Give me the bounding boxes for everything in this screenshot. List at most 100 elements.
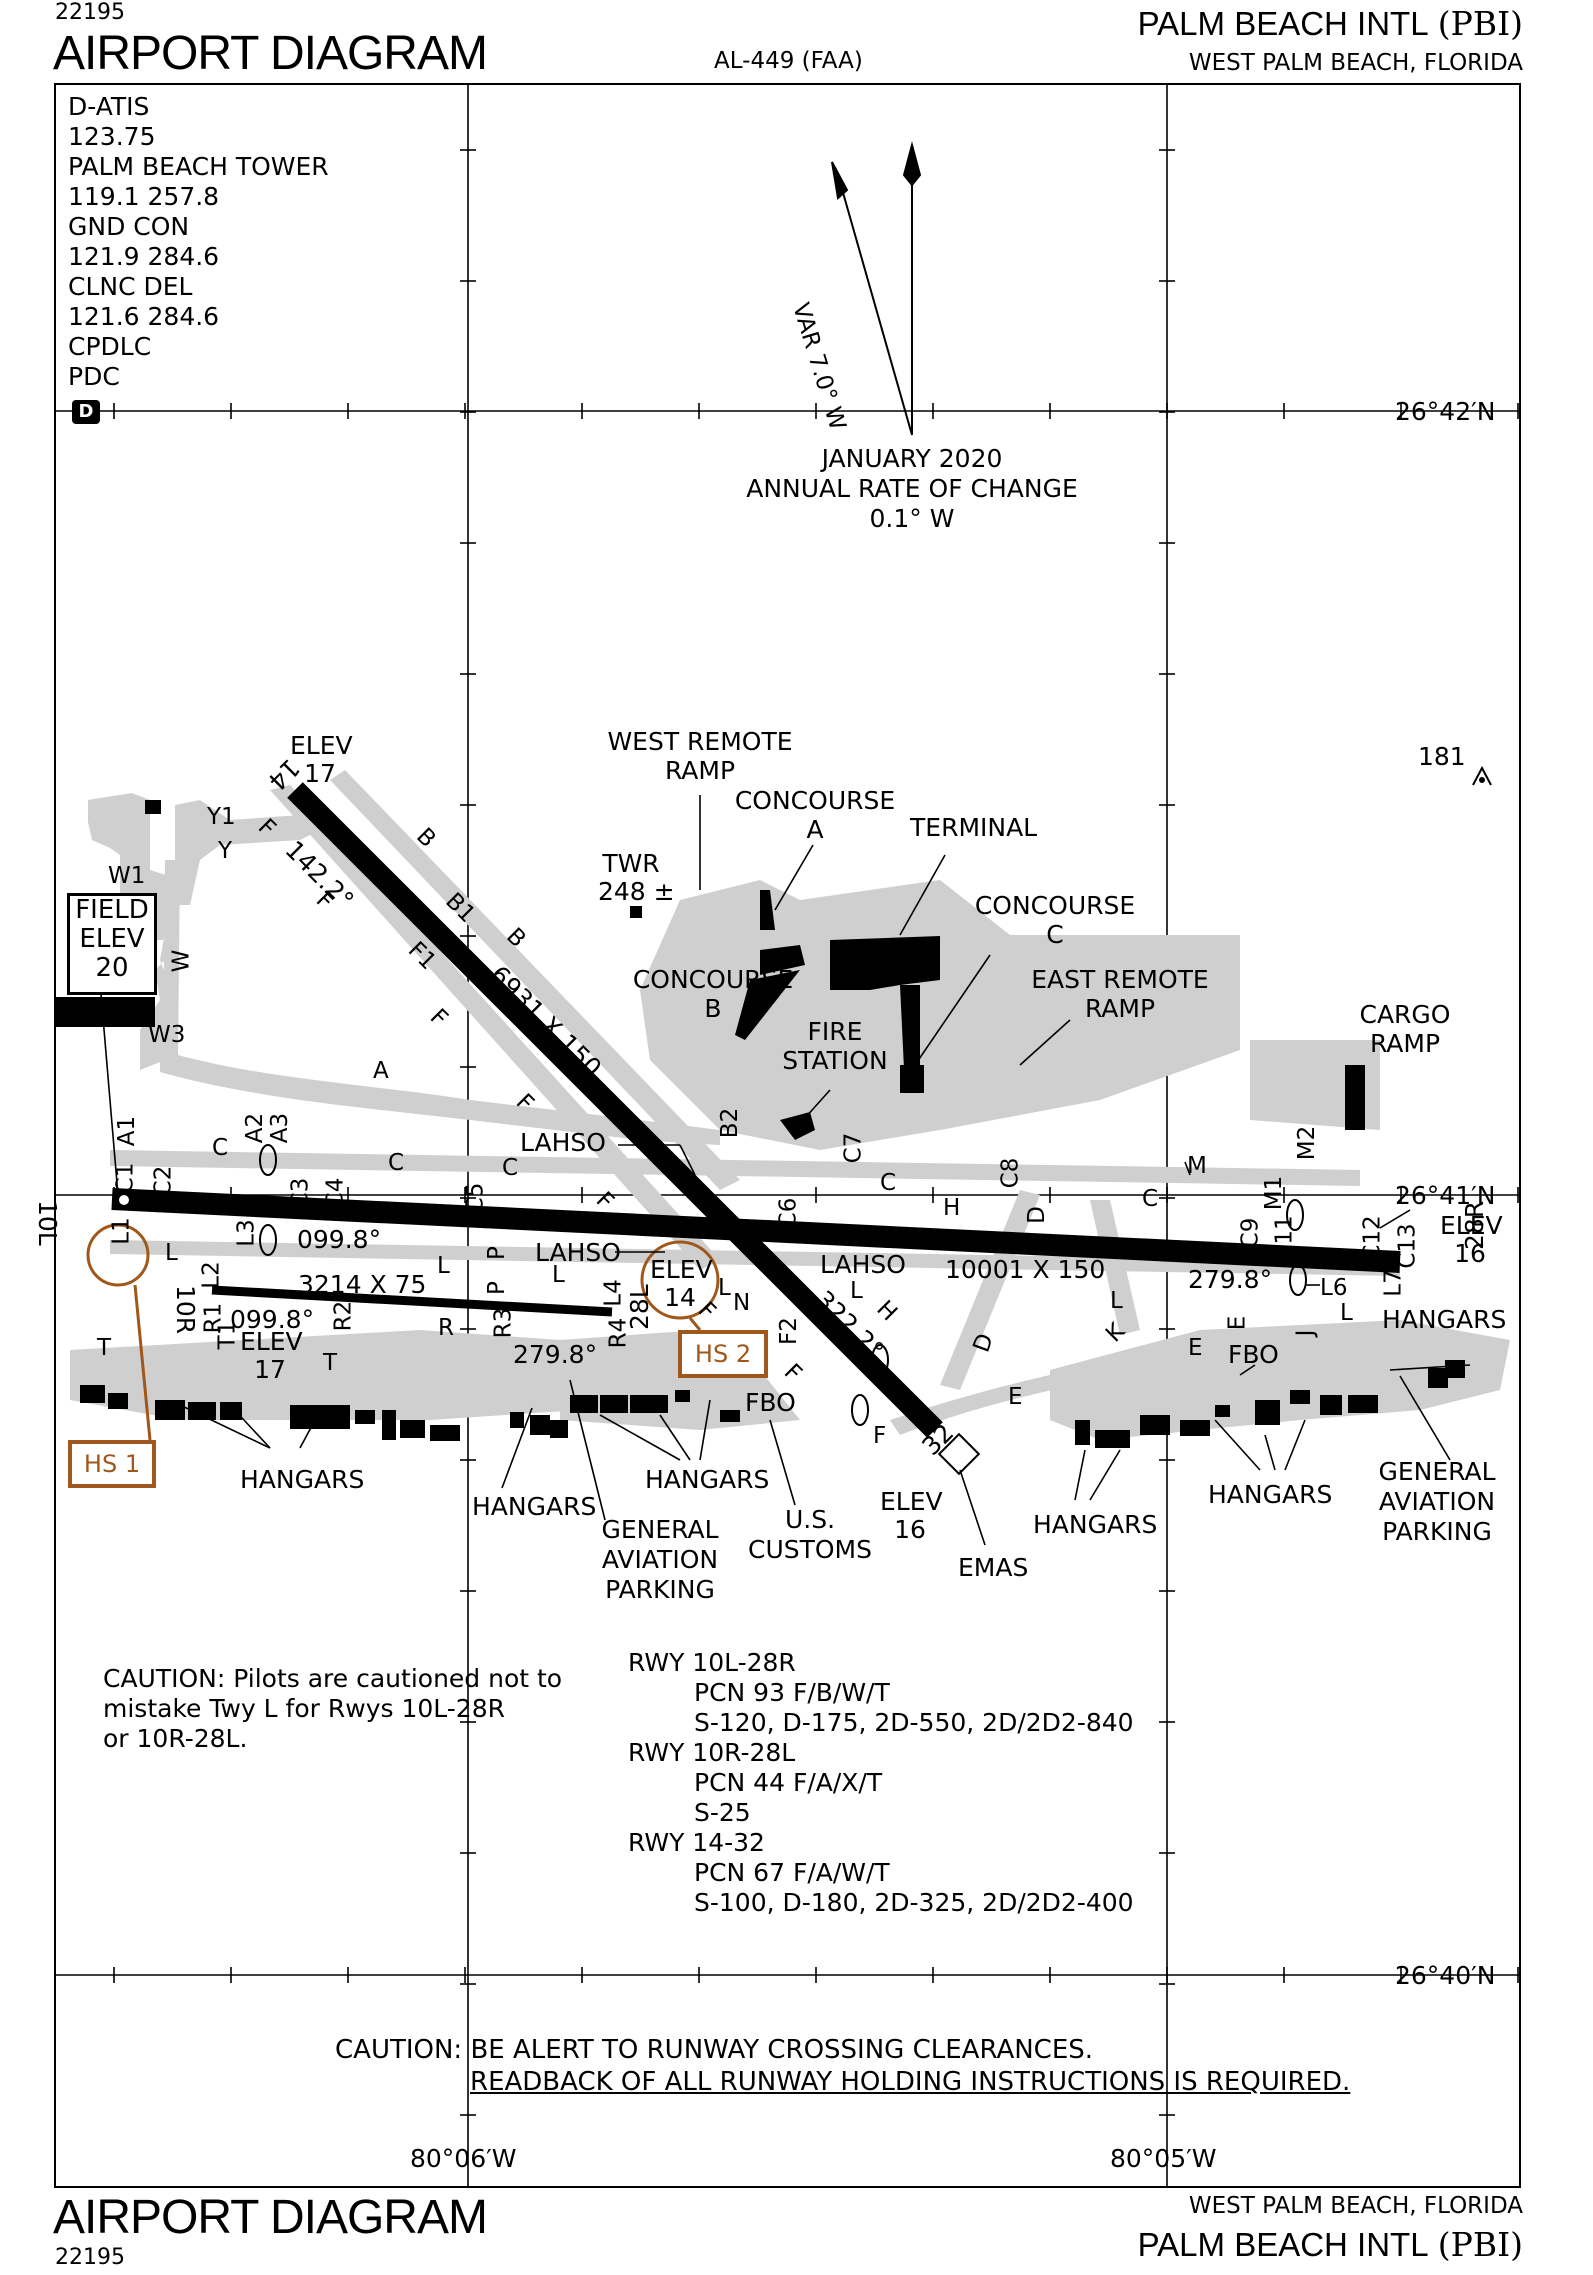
hot-spot-circle-2 (640, 1240, 720, 1320)
twy-a1: A1 (114, 1115, 141, 1147)
label-line: PARKING (1382, 1517, 1492, 1546)
label-line: CUSTOMS (747, 1535, 872, 1564)
hold-symbol (871, 1344, 889, 1376)
taxiway-w (163, 860, 180, 1060)
magnetic-north-line (837, 174, 913, 436)
east-remote-ramp-label: EAST REMOTE RAMP (1030, 965, 1210, 1023)
pavement-data: RWY 10L-28R PCN 93 F/B/W/T S-120, D-175,… (628, 1648, 1134, 1918)
hangars-label-5: HANGARS (1208, 1480, 1333, 1509)
runways (111, 782, 1401, 1476)
concourse-c-label: CONCOURSE C (970, 891, 1140, 949)
lon-left: 80°06′W (410, 2144, 517, 2173)
rwy-10r-heading: 099.8° (230, 1305, 315, 1334)
chart-id-bottom: 22195 (55, 2245, 125, 2270)
twy-b2: B2 (717, 1107, 744, 1139)
label-line: CONCOURSE (974, 891, 1136, 920)
twy-f2: F2 (775, 1317, 802, 1345)
hold-symbol (851, 1394, 869, 1426)
taxiway-k (1090, 1200, 1140, 1335)
lahso-label-3: LAHSO (820, 1250, 906, 1279)
grid-lines (55, 84, 1520, 2187)
twy-c11: C11 (1271, 1215, 1298, 1261)
fbo-label-2: FBO (1228, 1340, 1279, 1369)
taxiway-e (890, 1345, 1205, 1435)
building-w3 (55, 997, 155, 1027)
twy-a3: A3 (267, 1112, 294, 1144)
twy-f-8: F (873, 1423, 887, 1449)
twy-l7: L7 (1380, 1269, 1407, 1297)
twy-c13: C13 (1394, 1223, 1421, 1269)
label-line: AVIATION (1378, 1487, 1496, 1516)
pcn-weights: S-25 (694, 1798, 751, 1827)
terminal-west (760, 945, 805, 975)
freq-line: CPDLC (68, 332, 152, 361)
ga-parking-label-1: GENERAL AVIATION PARKING (590, 1515, 730, 1605)
twr-elev: 248 ± (598, 877, 675, 906)
building-y1 (145, 800, 161, 814)
hangars-label-2: HANGARS (472, 1492, 597, 1521)
field-elev-value: 20 (95, 953, 129, 983)
twy-c1: C1 (112, 1162, 139, 1194)
cargo-building (1345, 1065, 1365, 1130)
airport-name-bottom: PALM BEACH INTL (PBI) (1138, 2225, 1523, 2264)
elev-value: 14 (664, 1283, 696, 1312)
elev-label: ELEV (880, 1487, 943, 1516)
runway-10l-28r (111, 1188, 1401, 1273)
caution-taxiway-note: CAUTION: Pilots are cautioned not to mis… (103, 1664, 562, 1754)
rwy-10l-threshold (119, 1195, 129, 1205)
twy-c4: C4 (322, 1177, 349, 1209)
twy-t1: T1 (214, 1320, 241, 1350)
frequency-list: D-ATIS 123.75 PALM BEACH TOWER 119.1 257… (68, 92, 329, 392)
al-number: AL-449 (FAA) (714, 48, 863, 74)
twy-l-1: L (165, 1240, 178, 1266)
elev-value: 17 (304, 759, 336, 788)
emas-box (937, 1432, 981, 1476)
twy-c5: C5 (462, 1182, 489, 1214)
fire-station-label: FIRE STATION (770, 1017, 900, 1075)
d-symbol-icon: D (72, 400, 100, 424)
note-line: or 10R-28L. (103, 1724, 248, 1753)
rwy-10l-label: 10L (33, 1200, 62, 1246)
elev-rwy-10r: ELEV 17 (240, 1328, 303, 1384)
freq-line: 121.9 284.6 (68, 242, 220, 271)
hold-symbol (1289, 1264, 1307, 1296)
label-line: CONCOURSE (632, 965, 794, 994)
elev-rwy-28l: ELEV 14 (650, 1256, 713, 1312)
twy-n: N (733, 1290, 751, 1316)
rwy-10l-28r-dims: 10001 X 150 (945, 1255, 1106, 1284)
twy-w3: W3 (148, 1022, 186, 1048)
pavement (70, 770, 1510, 1440)
elev-value: 16 (894, 1515, 926, 1544)
twy-l3: L3 (233, 1219, 260, 1247)
pcn-value: PCN 44 F/A/X/T (694, 1768, 883, 1797)
obstacle-symbol (1472, 765, 1492, 786)
twy-m: M (1187, 1153, 1207, 1179)
elev-rwy-28r: ELEV 16 (1440, 1212, 1503, 1268)
rwy-10l-heading: 099.8° (297, 1225, 382, 1254)
twy-a2: A2 (242, 1112, 269, 1144)
note-line: mistake Twy L for Rwys 10L-28R (103, 1694, 505, 1723)
twy-t-1: T (97, 1335, 112, 1361)
lat-bottom: 26°40′N (1395, 1961, 1496, 1990)
twy-j: J (1292, 1329, 1319, 1337)
concourse-a-label: CONCOURSE A (730, 786, 900, 844)
twy-l6: L6 (1320, 1275, 1348, 1301)
field-elev-label1: FIELD (75, 895, 149, 925)
twy-w: W (168, 949, 195, 973)
label-line: C (1046, 920, 1064, 949)
obstacle-height: 181 (1418, 742, 1466, 771)
customs-label: U.S. CUSTOMS (745, 1505, 875, 1565)
twy-h-1: H (943, 1195, 961, 1221)
chart-title-top: AIRPORT DIAGRAM (53, 27, 488, 80)
twy-l-4: L (718, 1275, 731, 1301)
runway-10r-28l (211, 1285, 613, 1317)
hangar-sw-1 (80, 1385, 105, 1403)
twy-p-1: P (483, 1246, 510, 1260)
lat-top: 26°42′N (1395, 397, 1496, 426)
hs1-leader (133, 1284, 152, 1441)
hot-spot-2-label: HS 2 (678, 1330, 768, 1378)
lahso-label-1: LAHSO (520, 1128, 606, 1157)
chart-id-top: 22195 (55, 0, 125, 25)
label-line: CARGO (1359, 1000, 1451, 1029)
airport-name-text: PALM BEACH INTL (1137, 5, 1429, 42)
